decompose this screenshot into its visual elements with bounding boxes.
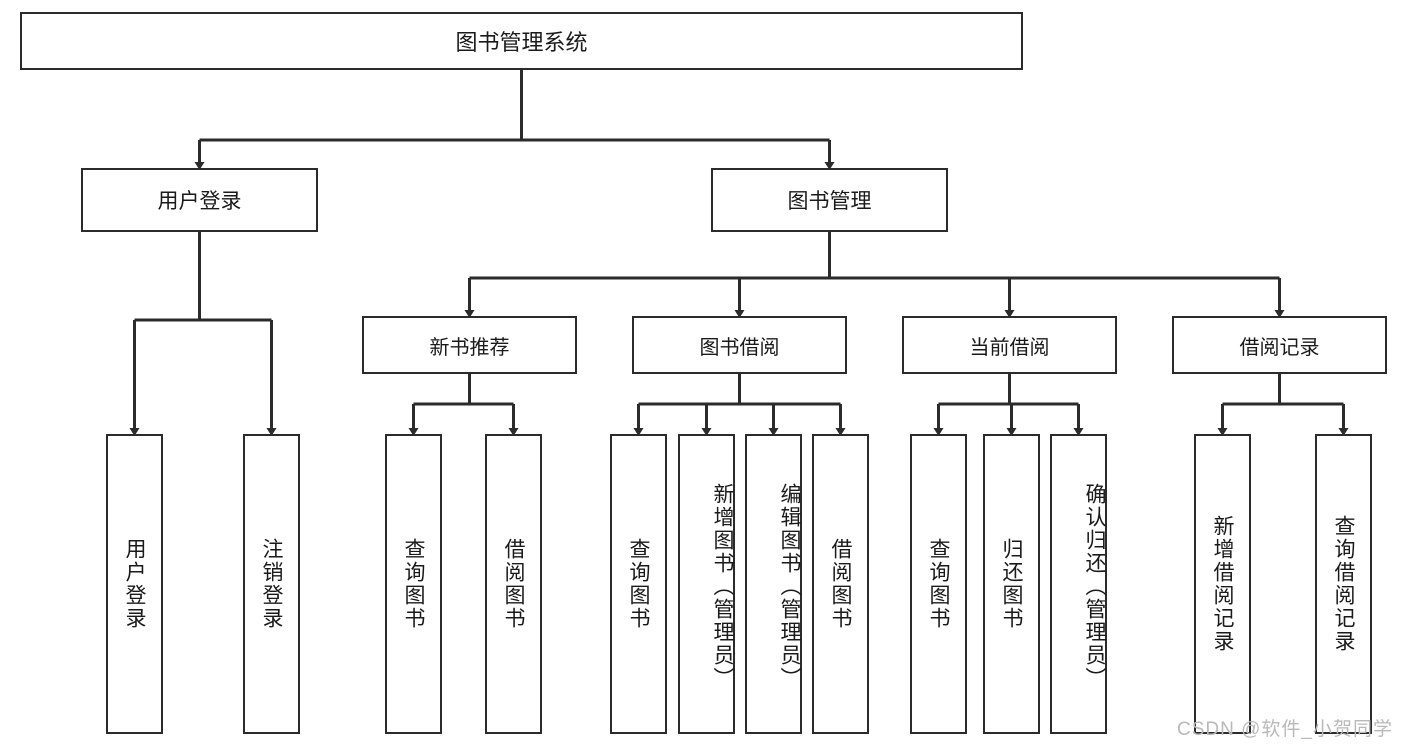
node-label: 查询图书 [627, 538, 650, 630]
node-leaf-user-login[interactable]: 用户登录 [106, 434, 163, 734]
node-label: 图书管理 [787, 190, 872, 213]
node-book-borrow[interactable]: 图书借阅 [632, 316, 847, 374]
node-label: 归还图书 [1000, 538, 1023, 630]
node-leaf-borrow-book-1[interactable]: 借阅图书 [485, 434, 542, 734]
node-leaf-borrow-book-2[interactable]: 借阅图书 [812, 434, 869, 734]
node-label: 查询借阅记录 [1332, 515, 1355, 653]
node-leaf-user-logout[interactable]: 注销登录 [243, 434, 300, 734]
node-root[interactable]: 图书管理系统 [20, 12, 1023, 70]
node-leaf-confirm-return[interactable]: 确认归还（管理员） [1050, 434, 1107, 734]
node-leaf-query-book-3[interactable]: 查询图书 [910, 434, 967, 734]
node-leaf-return-book[interactable]: 归还图书 [983, 434, 1040, 734]
node-leaf-query-book-1[interactable]: 查询图书 [385, 434, 442, 734]
node-label: 注销登录 [260, 538, 283, 630]
node-new-book-rec[interactable]: 新书推荐 [362, 316, 577, 374]
node-label: 用户登录 [157, 190, 242, 213]
node-label: 借阅图书 [502, 538, 525, 630]
node-leaf-add-book[interactable]: 新增图书（管理员） [678, 434, 735, 734]
node-leaf-edit-book[interactable]: 编辑图书（管理员） [745, 434, 802, 734]
node-leaf-query-book-2[interactable]: 查询图书 [610, 434, 667, 734]
node-label: 图书借阅 [699, 336, 780, 359]
node-book-manage[interactable]: 图书管理 [711, 168, 948, 232]
node-label: 查询图书 [927, 538, 950, 630]
node-label: 当前借阅 [969, 336, 1050, 359]
node-leaf-add-record[interactable]: 新增借阅记录 [1194, 434, 1251, 734]
node-label: 新书推荐 [429, 336, 510, 359]
node-borrow-record[interactable]: 借阅记录 [1172, 316, 1387, 374]
node-label: 借阅图书 [829, 538, 852, 630]
node-label: 借阅记录 [1239, 336, 1320, 359]
node-label: 新增图书（管理员） [711, 482, 734, 690]
node-current-borrow[interactable]: 当前借阅 [902, 316, 1117, 374]
node-user-login[interactable]: 用户登录 [81, 168, 318, 232]
node-label: 确认归还（管理员） [1083, 482, 1106, 690]
node-label: 用户登录 [123, 538, 146, 630]
node-label: 编辑图书（管理员） [778, 482, 801, 690]
node-label: 新增借阅记录 [1211, 515, 1234, 653]
node-label: 查询图书 [402, 538, 425, 630]
node-label: 图书管理系统 [455, 30, 588, 55]
node-leaf-query-record[interactable]: 查询借阅记录 [1315, 434, 1372, 734]
watermark: CSDN @软件_小贺同学 [1177, 719, 1393, 740]
